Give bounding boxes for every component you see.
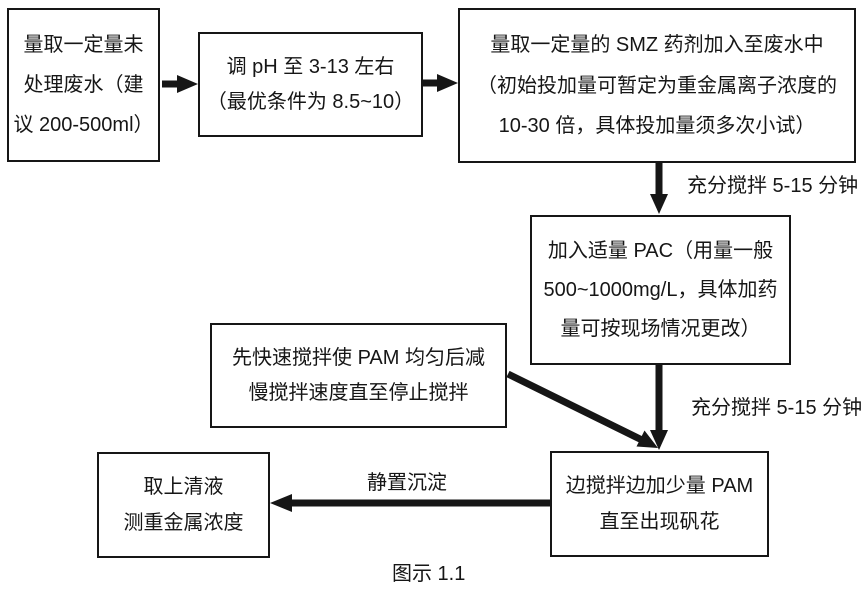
node-text-line: 先快速搅拌使 PAM 均匀后减 [232,346,485,369]
node-add-smz: 量取一定量的 SMZ 药剂加入至废水中 （初始投加量可暂定为重金属离子浓度的 1… [458,8,856,163]
arrow-smz-to-pac [650,163,668,214]
arrow-stir-to-pam [506,370,658,448]
edge-label-settle: 静置沉淀 [367,472,447,494]
node-text-line: 量取一定量的 SMZ 药剂加入至废水中 [490,34,824,57]
node-text-line: 量取一定量未 [23,34,144,56]
node-add-pac: 加入适量 PAC（用量一般 500~1000mg/L，具体加药 量可按现场情况更… [530,215,791,365]
node-take-supernatant: 取上清液 测重金属浓度 [97,452,270,558]
arrow-measure-to-ph [162,75,198,93]
node-text-line: 取上清液 [143,476,224,498]
node-add-pam-floc: 边搅拌边加少量 PAM 直至出现矾花 [550,451,769,557]
arrow-pac-to-pam [650,365,668,450]
node-text-line: 量可按现场情况更改） [560,318,761,340]
node-text-line: 边搅拌边加少量 PAM [565,475,754,497]
figure-caption: 图示 1.1 [392,563,466,585]
node-text-line: 处理废水（建 [23,74,144,96]
node-text-line: （最优条件为 8.5~10） [206,91,415,114]
node-stir-pam-speed: 先快速搅拌使 PAM 均匀后减 慢搅拌速度直至停止搅拌 [210,323,507,428]
edge-label-stir-after-smz: 充分搅拌 5-15 分钟 [687,175,859,197]
arrow-pam-to-supernatant [270,494,550,512]
edge-label-stir-after-pac: 充分搅拌 5-15 分钟 [691,397,863,419]
node-text-line: （初始投加量可暂定为重金属离子浓度的 [477,74,837,97]
node-text-line: 慢搅拌速度直至停止搅拌 [248,382,469,405]
node-text-line: 测重金属浓度 [123,512,244,534]
node-text-line: 直至出现矾花 [599,511,720,533]
node-text-line: 10-30 倍，具体投加量须多次小试） [498,114,816,137]
node-text-line: 500~1000mg/L，具体加药 [543,279,778,301]
node-text-line: 加入适量 PAC（用量一般 [547,240,774,262]
arrow-ph-to-smz [423,74,458,92]
node-text-line: 议 200-500ml） [13,114,154,136]
node-adjust-ph: 调 pH 至 3-13 左右 （最优条件为 8.5~10） [198,32,423,137]
node-text-line: 调 pH 至 3-13 左右 [226,55,395,78]
node-measure-wastewater: 量取一定量未 处理废水（建 议 200-500ml） [7,8,160,162]
